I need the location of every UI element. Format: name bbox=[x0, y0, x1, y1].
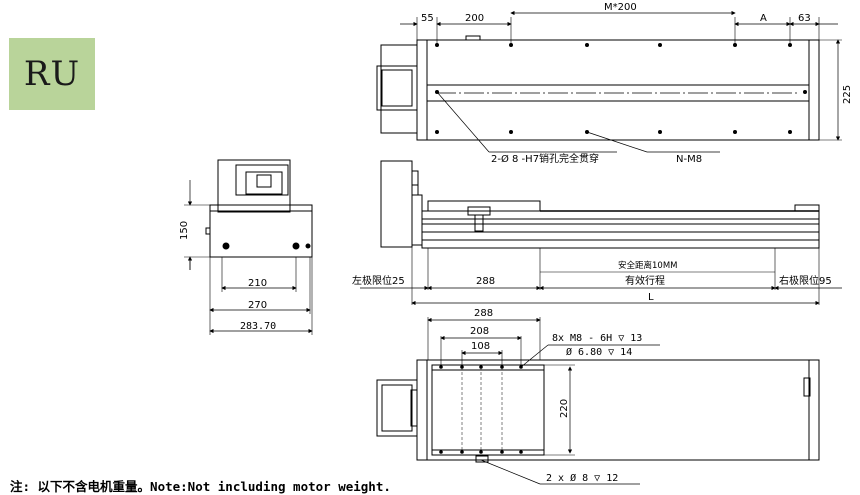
end-view bbox=[184, 159, 313, 335]
dim-200: 200 bbox=[465, 13, 484, 24]
label-effective-stroke: 有效行程 bbox=[625, 274, 665, 287]
top-view bbox=[376, 10, 842, 153]
dim-55: 55 bbox=[421, 13, 434, 24]
dim-208: 208 bbox=[470, 326, 489, 337]
dim-m200: M*200 bbox=[604, 2, 637, 13]
spec-drill-depth: Ø 6.80 ▽ 14 bbox=[566, 346, 632, 358]
bottom-view-labels: 288 208 108 220 8x M8 - 6H ▽ 13 Ø 6.80 ▽… bbox=[470, 308, 642, 484]
dim-225: 225 bbox=[842, 85, 853, 104]
spec-tapped-holes: 8x M8 - 6H ▽ 13 bbox=[552, 333, 642, 344]
dim-63: 63 bbox=[798, 13, 811, 24]
dim-210: 210 bbox=[248, 278, 267, 289]
footnote-weight: 注: 以下不含电机重量。Note:Not including motor wei… bbox=[10, 479, 391, 494]
bottom-carriage-plate bbox=[431, 364, 545, 456]
dim-108: 108 bbox=[471, 341, 490, 352]
dim-length-l: L bbox=[648, 292, 654, 303]
top-clamp bbox=[465, 35, 481, 41]
label-right-limit: 右极限位95 bbox=[779, 274, 832, 287]
callout-tapped-holes: N-M8 bbox=[676, 154, 702, 165]
product-code-label: RU bbox=[23, 54, 81, 94]
dim-220: 220 bbox=[559, 399, 570, 418]
end-view-labels: 150 210 270 283.70 bbox=[179, 221, 276, 332]
top-motor-inner bbox=[381, 69, 413, 107]
dim-283-70: 283.70 bbox=[240, 321, 276, 332]
top-view-labels: 55 200 M*200 A 63 225 2-Ø 8 -H7销孔完全贯穿 N-… bbox=[421, 2, 853, 165]
end-rail-profile bbox=[209, 210, 313, 258]
product-code-badge: RU bbox=[9, 38, 95, 110]
spec-dowel-holes: 2 x Ø 8 ▽ 12 bbox=[546, 472, 618, 484]
top-motor-flange bbox=[376, 65, 418, 111]
label-left-limit: 左极限位25 bbox=[352, 274, 405, 287]
end-motor-housing bbox=[217, 159, 291, 213]
top-rail-body bbox=[416, 39, 820, 141]
side-rail-body bbox=[421, 210, 820, 249]
callout-pin-hole: 2-Ø 8 -H7销孔完全贯穿 bbox=[491, 152, 599, 165]
bottom-view bbox=[376, 317, 820, 485]
side-view-labels: 安全距离10MM 左极限位25 288 有效行程 右极限位95 L bbox=[352, 260, 832, 303]
dim-bottom-288: 288 bbox=[474, 308, 493, 319]
side-carriage bbox=[427, 200, 541, 212]
dim-a: A bbox=[760, 13, 767, 24]
side-motor bbox=[380, 160, 413, 248]
dim-side-288: 288 bbox=[476, 276, 495, 287]
bottom-rail-body bbox=[416, 359, 820, 461]
side-view bbox=[360, 160, 842, 306]
label-safety-distance: 安全距离10MM bbox=[618, 260, 677, 271]
top-mount-holes bbox=[435, 43, 807, 134]
dim-150: 150 bbox=[179, 221, 190, 240]
dim-270: 270 bbox=[248, 300, 267, 311]
